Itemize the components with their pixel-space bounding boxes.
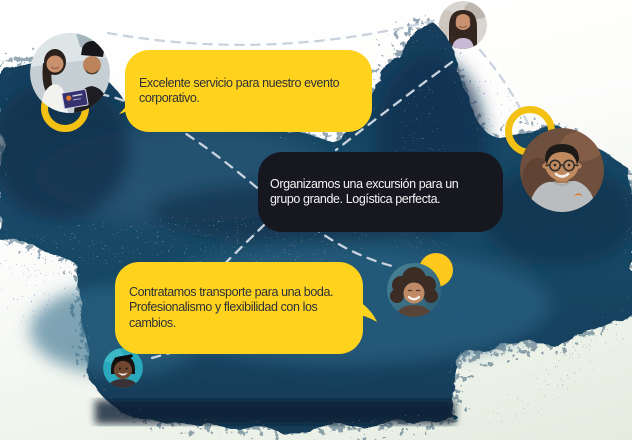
testimonial-quote: Organizamos una excursión para un grupo … xyxy=(270,176,459,207)
dashed-line-dark-bubble-to-mid-avatar xyxy=(298,214,394,268)
dashed-line-couple-to-top-avatar xyxy=(106,18,438,46)
speech-bubble-corporate-event: Excelente servicio para nuestro evento c… xyxy=(119,50,372,132)
avatar-man-illustration xyxy=(520,128,604,212)
avatar-woman-sunglasses-illustration xyxy=(103,348,143,388)
dashed-line-top-avatar-to-dark-bubble xyxy=(334,60,454,152)
bubble-tail xyxy=(119,90,149,114)
testimonial-quote: Excelente servicio para nuestro evento c… xyxy=(139,75,340,106)
avatar-couple-illustration xyxy=(30,33,110,113)
avatar-woman-curly-illustration xyxy=(387,263,441,317)
testimonial-quote: Contratamos transporte para una boda. Pr… xyxy=(129,284,334,330)
speech-bubble-wedding-transport: Contratamos transporte para una boda. Pr… xyxy=(115,262,377,354)
avatar-woman-curly-hair xyxy=(387,263,441,317)
dashed-line-couple-to-dark-bubble xyxy=(98,92,264,194)
bubble-tail xyxy=(349,296,377,322)
avatar-couple-with-certificate xyxy=(30,33,110,113)
speech-bubble-group-excursion: Organizamos una excursión para un grupo … xyxy=(258,152,503,232)
avatar-man-grey-tshirt-glasses xyxy=(520,128,604,212)
avatar-woman-sunglasses-on-head xyxy=(103,348,143,388)
bubble-tail xyxy=(464,196,496,218)
